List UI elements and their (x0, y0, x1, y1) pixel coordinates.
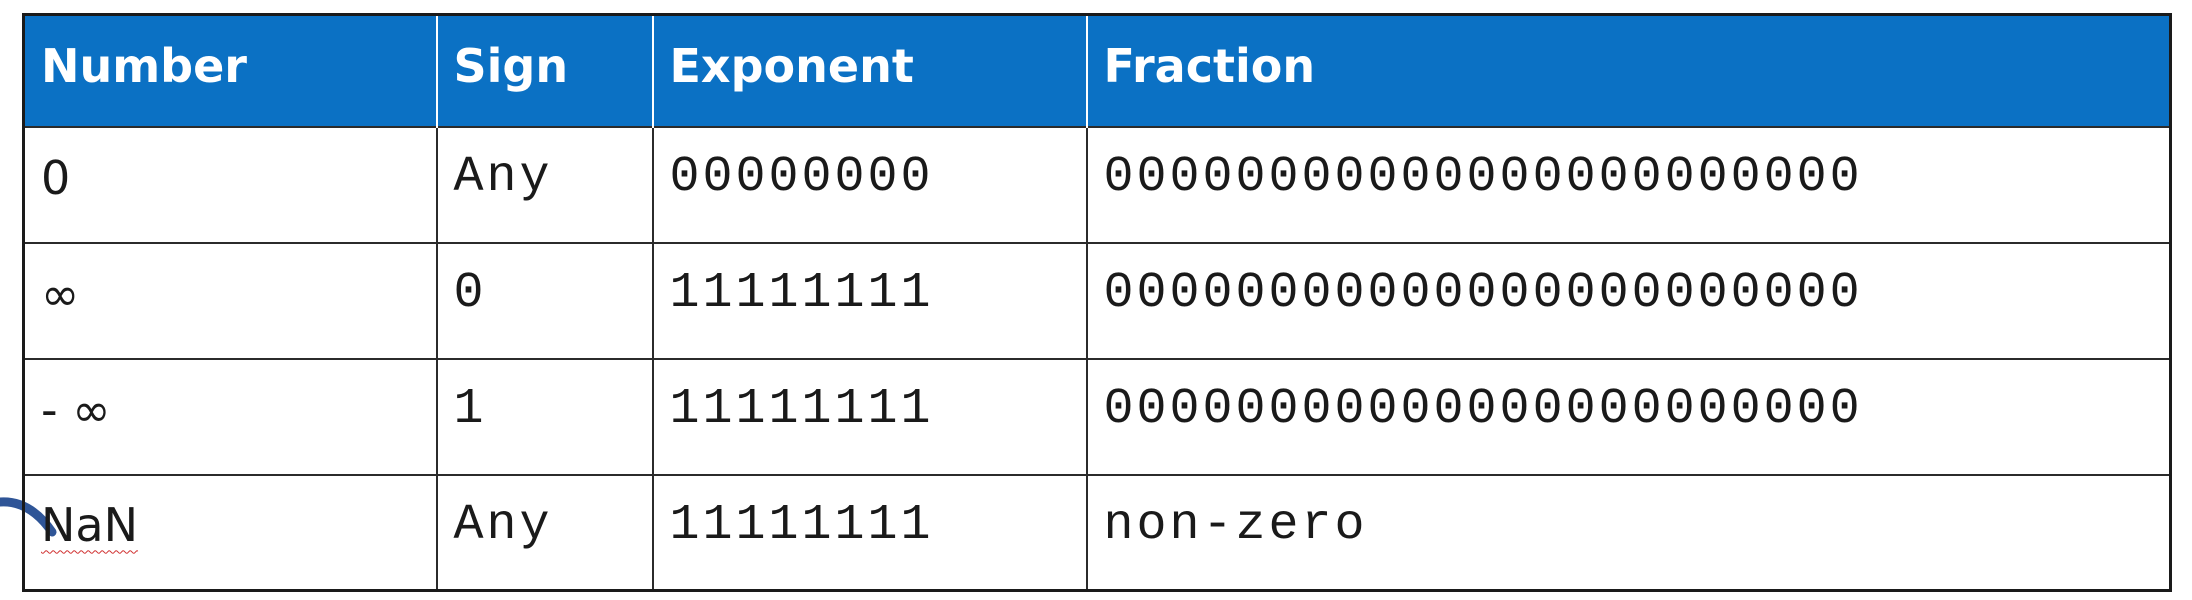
cell-number: - ∞ (22, 357, 438, 476)
cell-exponent: 11111111 (651, 241, 1088, 360)
cell-sign: Any (435, 473, 654, 592)
table-row: ∞ 0 11111111 00000000000000000000000 (22, 241, 2172, 360)
table-row: 0 Any 00000000 00000000000000000000000 (22, 125, 2172, 244)
nan-label: NaN (41, 498, 139, 553)
cell-sign: 0 (435, 241, 654, 360)
cell-number: ∞ (22, 241, 438, 360)
cell-number: 0 (22, 125, 438, 244)
cell-fraction: 00000000000000000000000 (1085, 241, 2172, 360)
cell-number: NaN (22, 473, 438, 592)
table-header: Number Sign Exponent Fraction (22, 13, 2172, 127)
ieee-special-values-table: Number Sign Exponent Fraction 0 Any 0000… (22, 13, 2172, 592)
header-number: Number (22, 13, 437, 127)
cell-sign: Any (435, 125, 654, 244)
ieee-special-values-table-container: Number Sign Exponent Fraction 0 Any 0000… (22, 13, 2172, 592)
table-row: - ∞ 1 11111111 00000000000000000000000 (22, 357, 2172, 476)
header-fraction: Fraction (1085, 13, 2172, 127)
cell-fraction: 00000000000000000000000 (1085, 357, 2172, 476)
table-body: 0 Any 00000000 00000000000000000000000 ∞… (22, 125, 2172, 592)
header-exponent: Exponent (651, 13, 1087, 127)
cell-fraction: 00000000000000000000000 (1085, 125, 2172, 244)
cell-fraction: non-zero (1085, 473, 2172, 592)
cell-sign: 1 (435, 357, 654, 476)
cell-exponent: 11111111 (651, 357, 1088, 476)
cell-exponent: 00000000 (651, 125, 1088, 244)
header-row: Number Sign Exponent Fraction (22, 13, 2172, 127)
table-row: NaN Any 11111111 non-zero (22, 473, 2172, 592)
header-sign: Sign (435, 13, 653, 127)
cell-exponent: 11111111 (651, 473, 1088, 592)
